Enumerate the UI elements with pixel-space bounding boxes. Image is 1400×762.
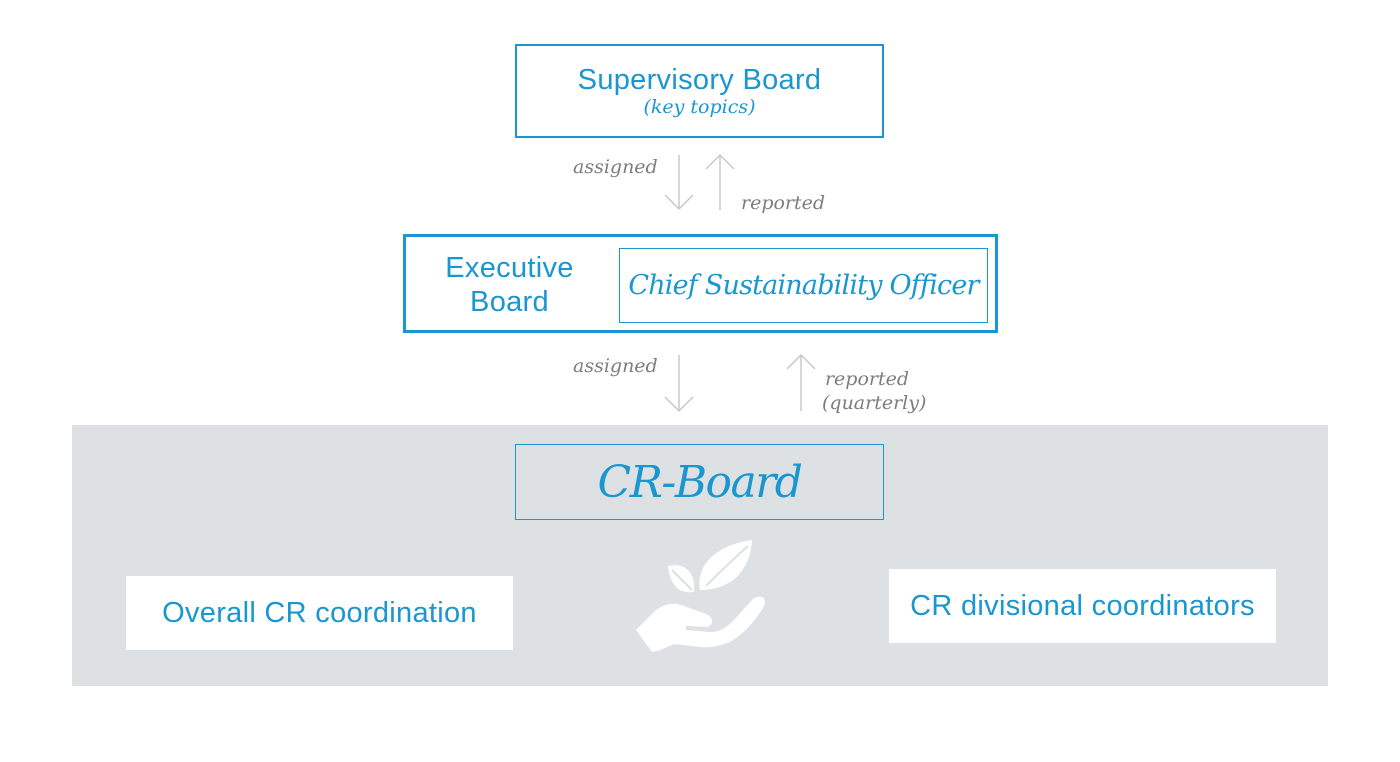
- assigned-down-arrow-icon-2: [664, 355, 694, 413]
- hand-with-leaves-icon: [636, 540, 765, 652]
- executive-board-title-line1: Executive: [445, 252, 574, 284]
- reported-label-bottom: reported (quarterly): [822, 367, 927, 415]
- reported-label-bottom-line1: reported: [824, 368, 910, 390]
- supervisory-board-box: Supervisory Board (key topics): [515, 44, 884, 138]
- assigned-label-bottom: assigned: [573, 355, 658, 377]
- executive-board-title-line2: Board: [470, 286, 549, 318]
- executive-board-box: Executive Board Chief Sustainability Off…: [403, 234, 998, 333]
- cr-divisional-coordinators-label: CR divisional coordinators: [910, 589, 1255, 622]
- reported-up-arrow-icon-2: [786, 353, 816, 411]
- overall-cr-coordination-card: Overall CR coordination: [126, 576, 513, 650]
- supervisory-board-subtitle: (key topics): [643, 96, 756, 118]
- supervisory-board-title: Supervisory Board: [577, 64, 822, 96]
- executive-board-title: Executive Board: [432, 251, 587, 319]
- chief-sustainability-officer-label: Chief Sustainability Officer: [628, 270, 979, 301]
- chief-sustainability-officer-box: Chief Sustainability Officer: [619, 248, 988, 323]
- reported-label-bottom-line2: (quarterly): [822, 392, 927, 414]
- reported-up-arrow-icon: [705, 153, 735, 210]
- cr-board-box: CR-Board: [515, 444, 884, 520]
- assigned-label-top: assigned: [573, 156, 658, 178]
- overall-cr-coordination-label: Overall CR coordination: [162, 596, 477, 629]
- cr-divisional-coordinators-card: CR divisional coordinators: [889, 569, 1276, 643]
- reported-label-top: reported: [741, 192, 826, 214]
- assigned-down-arrow-icon: [664, 155, 694, 211]
- cr-board-title: CR-Board: [597, 456, 803, 508]
